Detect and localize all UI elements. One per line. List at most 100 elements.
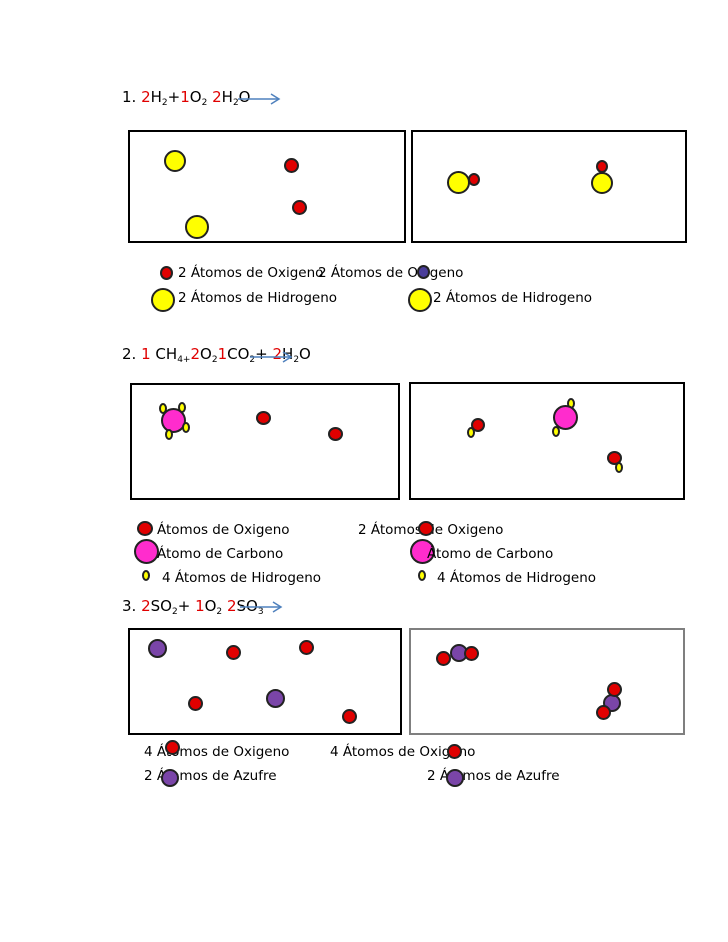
- legend-label: 2 Átomos de Oxigeno: [318, 265, 464, 281]
- subscript: 2: [171, 607, 178, 617]
- formula: CH: [155, 345, 178, 363]
- sulfur-legend-icon: [446, 769, 464, 787]
- formula: H: [282, 345, 294, 363]
- oxygen-legend-icon: [137, 521, 153, 536]
- coefficient: 2: [212, 88, 222, 106]
- legend-label: 2 Átomos de Hidrogeno: [178, 290, 338, 306]
- formula: O: [238, 88, 251, 106]
- coefficient: 1: [180, 88, 190, 106]
- oxygen-legend-icon: [165, 740, 180, 755]
- oxygen-atom: [342, 709, 357, 724]
- formula: SO: [236, 597, 258, 615]
- formula: H: [221, 88, 233, 106]
- legend-label: 2 Átomos de Oxigeno: [178, 265, 324, 281]
- legend-label: Átomos de Oxigeno: [157, 522, 290, 538]
- oxygen-atom: [226, 645, 241, 660]
- carbon-atom: [553, 405, 578, 430]
- subscript: 2: [211, 355, 218, 365]
- plus-sign: +: [167, 88, 181, 106]
- hydrogen-legend-icon: [151, 288, 175, 312]
- hydrogen-legend-icon: [142, 570, 150, 581]
- plus-sign: +: [177, 597, 191, 615]
- hydrogen-atom: [615, 462, 623, 473]
- subscript: 2: [293, 355, 300, 365]
- coefficient: 2: [226, 597, 237, 615]
- reaction-arrow-icon: [250, 351, 293, 363]
- carbon-legend-icon: [410, 539, 435, 564]
- sulfur-legend-icon: [161, 769, 179, 787]
- hydrogen-atom: [552, 426, 560, 437]
- hydrogen-atom: [164, 150, 186, 172]
- oxygen-atom: [464, 646, 479, 661]
- products-box-3: [409, 628, 685, 735]
- coefficient: 2: [141, 88, 151, 106]
- hydrogen-atom: [467, 427, 475, 438]
- eq-number: 1.: [122, 88, 137, 106]
- subscript: 2: [216, 607, 223, 617]
- oxygen-legend-icon: [447, 744, 462, 759]
- products-box-2: [409, 382, 685, 500]
- coefficient: 1: [141, 345, 151, 363]
- equation-1: 1. 2H2+1O2 2H2O: [122, 88, 251, 108]
- legend-label: Átomo de Carbono: [427, 546, 554, 562]
- carbon-legend-icon: [134, 539, 159, 564]
- oxygen-legend-icon: [160, 266, 173, 280]
- formula: H: [150, 88, 162, 106]
- equation-3: 3. 2SO2+ 1O2 2SO3: [122, 597, 264, 617]
- plus-sign: +: [255, 345, 268, 363]
- oxygen-atom: [607, 682, 622, 697]
- hydrogen-atom: [185, 215, 209, 239]
- reaction-arrow-icon: [238, 93, 281, 105]
- hydrogen-legend-icon: [408, 288, 432, 312]
- sulfur-atom: [148, 639, 167, 658]
- coefficient: 2: [272, 345, 283, 363]
- legend-label: 4 Átomos de Oxigeno: [144, 744, 290, 760]
- coefficient: 2: [190, 345, 201, 363]
- coefficient: 1: [195, 597, 205, 615]
- formula: O: [299, 345, 311, 363]
- formula: O: [200, 345, 212, 363]
- oxygen-atom: [468, 173, 480, 186]
- reactants-box-1: [128, 130, 406, 243]
- legend-label: 4 Átomos de Hidrogeno: [162, 570, 322, 586]
- oxygen-atom: [299, 640, 314, 655]
- oxygen-atom: [328, 427, 343, 441]
- subscript: 2: [161, 98, 168, 108]
- eq-number: 2.: [122, 345, 137, 363]
- eq-number: 3.: [122, 597, 137, 615]
- reactants-box-3: [128, 628, 402, 735]
- sulfur-atom: [266, 689, 285, 708]
- hydrogen-atom: [182, 422, 190, 433]
- equation-2: 2. 1 CH4+2O21CO2+ 2H2O: [122, 345, 311, 365]
- oxygen-atom: [607, 451, 622, 465]
- oxygen-atom: [596, 705, 611, 720]
- formula: O: [189, 88, 202, 106]
- oxygen-legend-icon: [418, 521, 434, 536]
- subscript: 3: [257, 607, 264, 617]
- plus-sign: +: [182, 355, 191, 365]
- legend-label: 4 Átomos de Oxigeno: [330, 744, 476, 760]
- formula: SO: [150, 597, 172, 615]
- oxygen-atom: [292, 200, 307, 215]
- oxygen-atom: [284, 158, 299, 173]
- oxygen-atom: [188, 696, 203, 711]
- legend-label: 2 Átomos de Hidrogeno: [433, 290, 593, 306]
- hydrogen-atom: [591, 172, 613, 194]
- reaction-arrow-icon: [240, 601, 283, 613]
- oxygen-atom: [256, 411, 271, 425]
- reactants-box-2: [130, 383, 400, 500]
- formula: O: [204, 597, 217, 615]
- oxygen-legend-icon: [417, 265, 430, 279]
- subscript: 4: [177, 355, 183, 365]
- oxygen-atom: [436, 651, 451, 666]
- formula: CO: [227, 345, 250, 363]
- hydrogen-legend-icon: [418, 570, 426, 581]
- legend-label: 4 Átomos de Hidrogeno: [437, 570, 597, 586]
- subscript: 2: [232, 98, 239, 108]
- subscript: 2: [249, 355, 256, 365]
- carbon-atom: [161, 408, 186, 433]
- hydrogen-atom: [447, 171, 470, 194]
- hydrogen-atom: [165, 429, 173, 440]
- coefficient: 1: [217, 345, 228, 363]
- legend-label: Átomo de Carbono: [157, 546, 284, 562]
